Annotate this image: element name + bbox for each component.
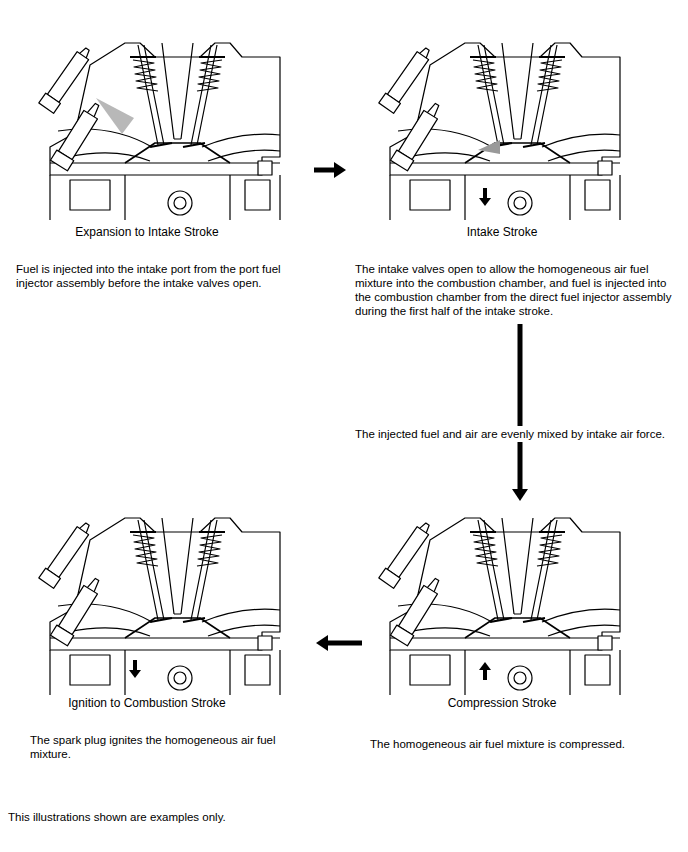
engine-drawing bbox=[39, 518, 280, 695]
flow-arrow bbox=[512, 324, 528, 501]
stage-title: Ignition to Combustion Stroke bbox=[28, 695, 266, 711]
piston-arrow bbox=[479, 188, 491, 206]
stage-panel: Ignition to Combustion StrokeThe spark p… bbox=[28, 507, 310, 761]
stage-description: The homogeneous air fuel mixture is comp… bbox=[370, 737, 670, 751]
engine-drawing bbox=[379, 43, 620, 220]
arrow-shaft bbox=[314, 168, 335, 173]
fuel-spray bbox=[478, 140, 500, 154]
stage-panel: Compression StrokeThe homogeneous air fu… bbox=[368, 507, 674, 751]
fuel-spray bbox=[96, 98, 134, 134]
edge-label: The injected fuel and air are evenly mix… bbox=[353, 426, 679, 442]
stage-title: Intake Stroke bbox=[352, 224, 652, 240]
flow-arrow bbox=[316, 635, 362, 651]
arrow-head bbox=[316, 635, 328, 651]
flow-arrow bbox=[314, 162, 346, 178]
stage-panel: Intake StrokeThe intake valves open to a… bbox=[352, 32, 676, 318]
engine-drawing bbox=[39, 43, 280, 220]
arrow-shaft bbox=[327, 641, 362, 646]
arrow-head bbox=[334, 162, 346, 178]
arrow-shaft bbox=[518, 324, 523, 490]
stage-description: Fuel is injected into the intake port fr… bbox=[16, 262, 308, 290]
stage-title: Compression Stroke bbox=[368, 695, 636, 711]
stage-description: The intake valves open to allow the homo… bbox=[355, 262, 675, 318]
stage-panel: Expansion to Intake StrokeFuel is inject… bbox=[16, 32, 308, 290]
piston-arrow bbox=[129, 660, 141, 678]
piston-arrow bbox=[479, 662, 491, 680]
stage-description: The spark plug ignites the homogeneous a… bbox=[30, 733, 280, 761]
stage-title: Expansion to Intake Stroke bbox=[16, 224, 278, 240]
footnote: This illustrations shown are examples on… bbox=[8, 810, 408, 824]
engine-drawing bbox=[379, 518, 620, 695]
arrow-head bbox=[512, 489, 528, 501]
